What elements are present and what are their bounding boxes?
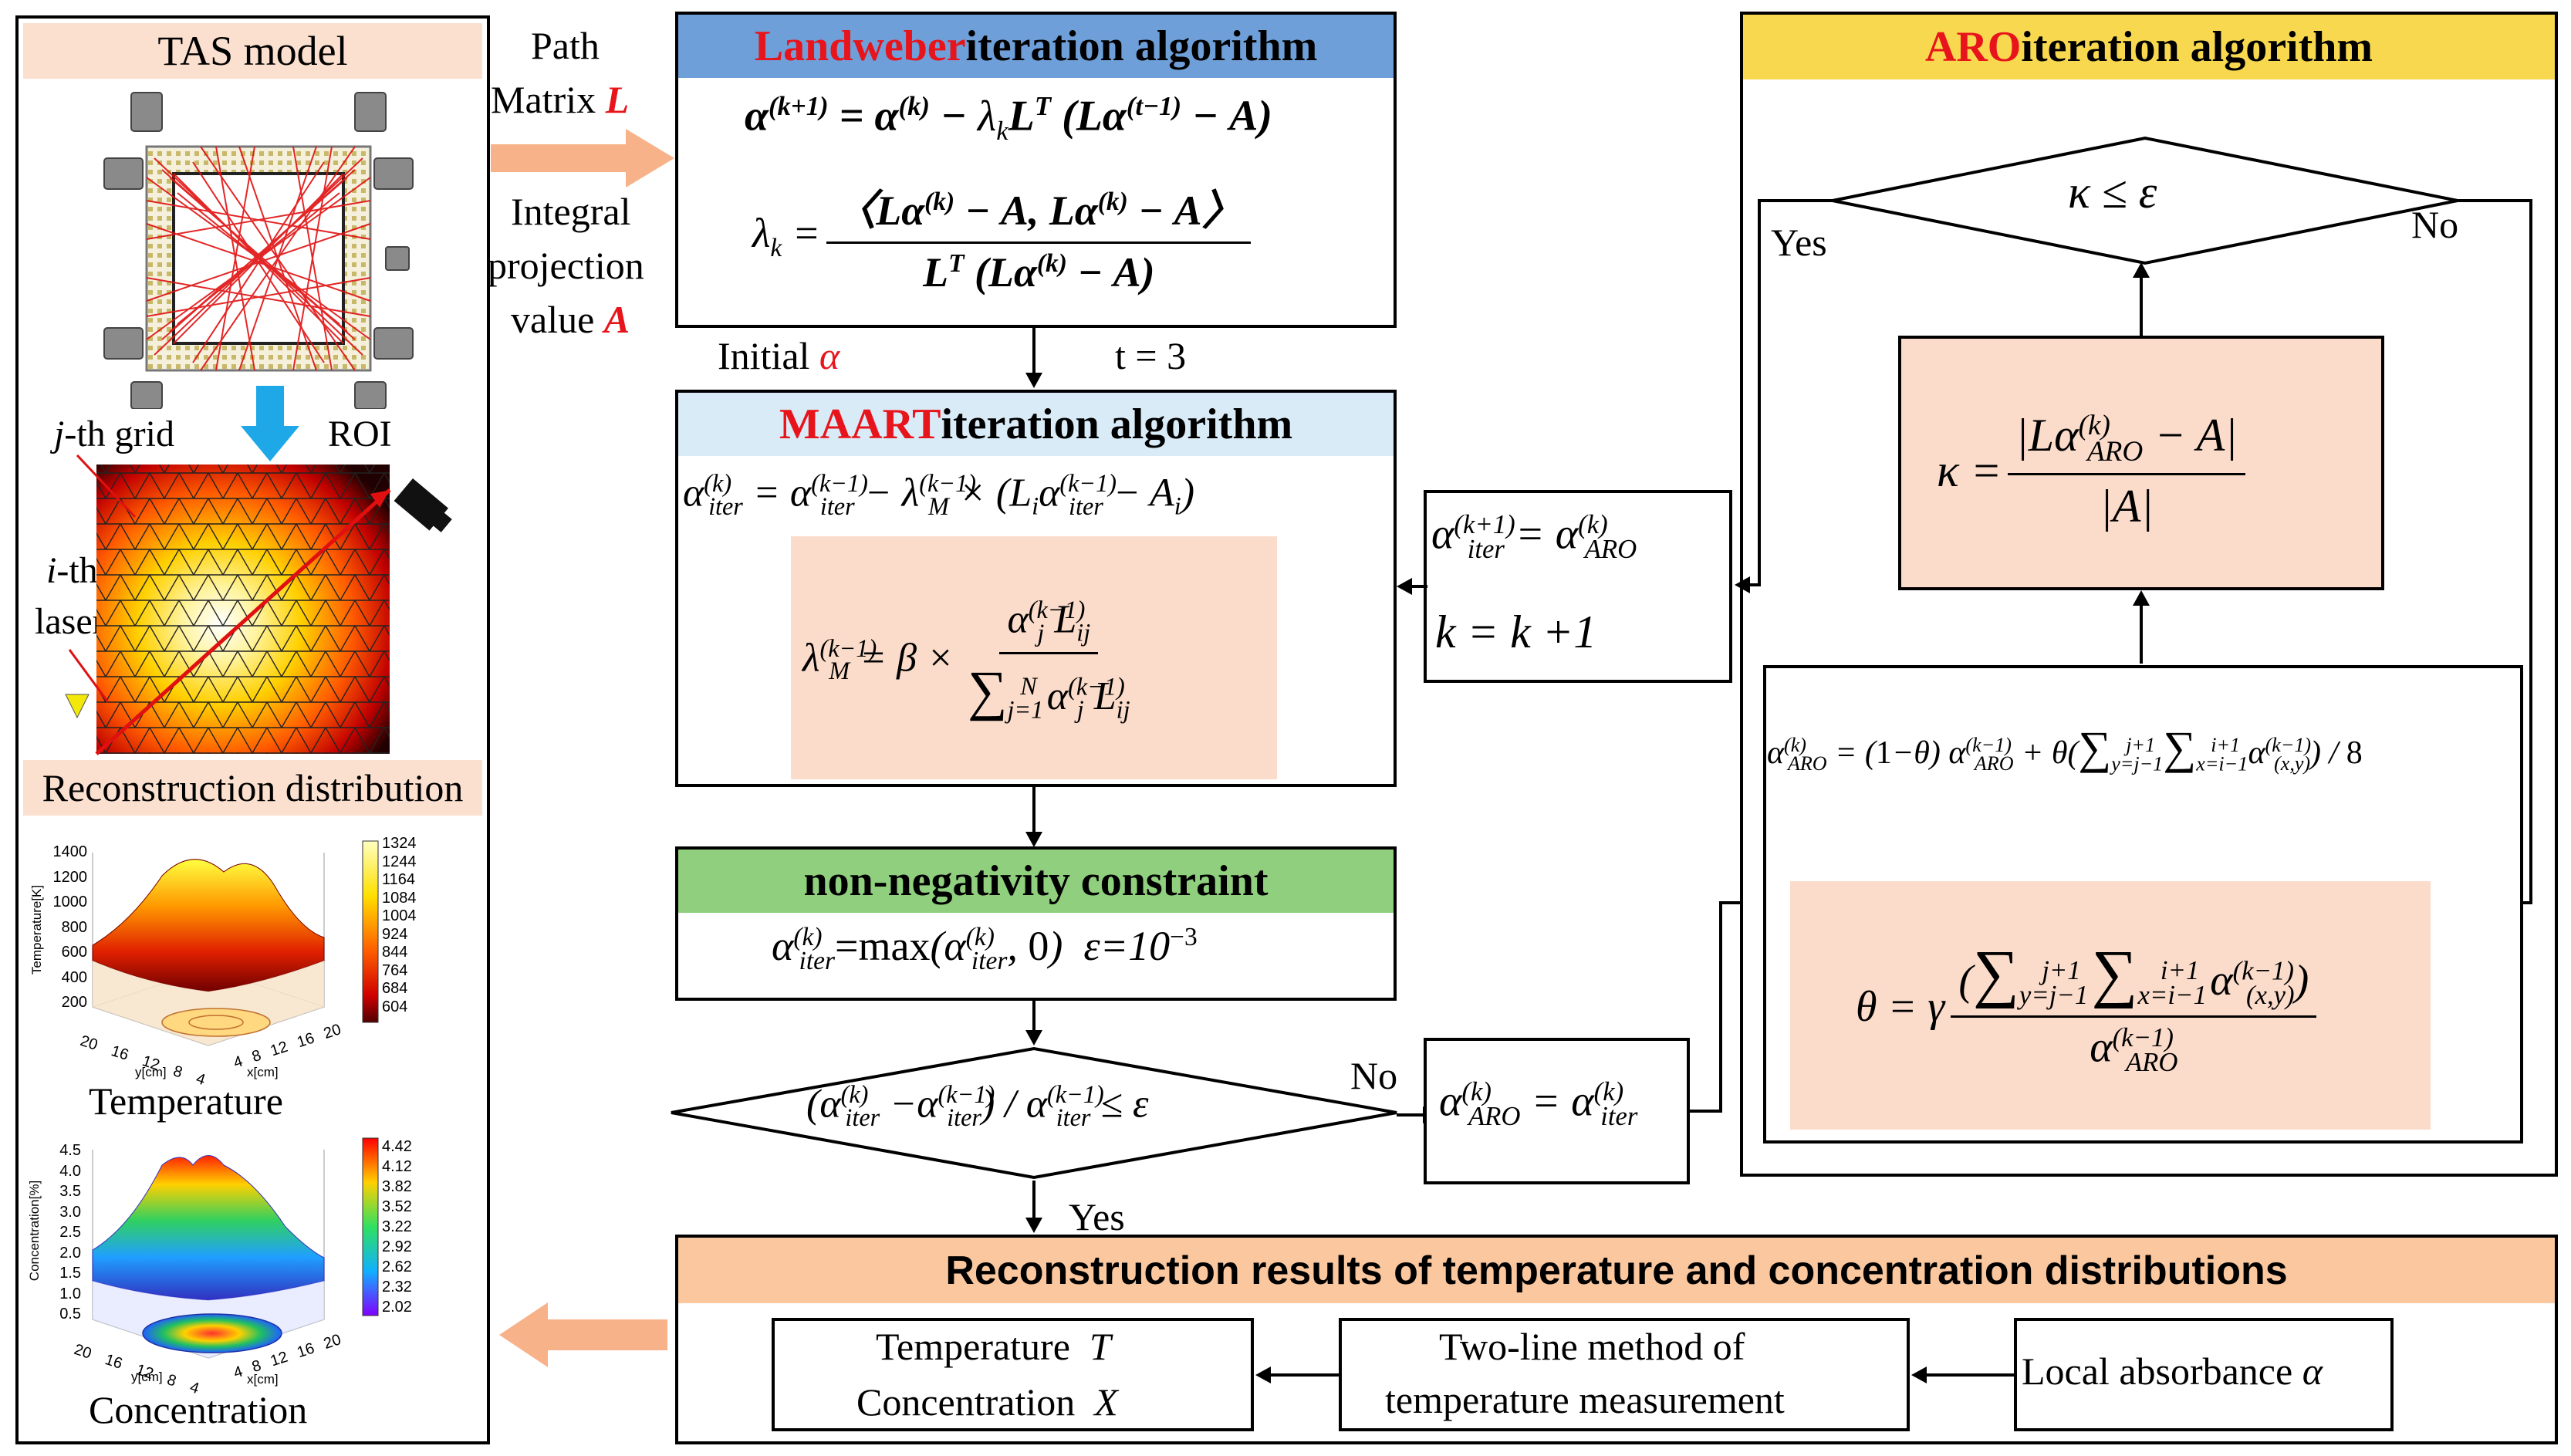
- output-peach-arrow: [499, 1302, 667, 1367]
- temp-y-axis-label: y[cm]: [135, 1065, 167, 1079]
- temperature-output: Temperature T: [876, 1325, 1111, 1368]
- aro-yes-label: Yes: [1771, 221, 1827, 264]
- theta-equation: θ = γ (∑y=j−1j+1 ∑x=i−1i+1 α(k−1)(x,y))α…: [1856, 899, 2323, 1115]
- aro-title: ARO iteration algorithm: [1924, 23, 2373, 71]
- landweber-lambda-equation: λk = 〈Lα(k) − A, Lα(k) − A〉LT (Lα(k) − A…: [752, 176, 1257, 296]
- arrow-maart-to-nonneg: [1025, 787, 1042, 847]
- maart-lambda-highlight: [791, 536, 1277, 779]
- laser-label-line1: i-th: [46, 550, 98, 591]
- theta-highlight: [1790, 881, 2431, 1130]
- concentration-surface-plot: [92, 1137, 379, 1359]
- left-panel-header: [23, 23, 482, 79]
- temp-z-ticks: 1400 1200 1000 800 600 400 200: [52, 843, 88, 1011]
- aro-loop-connectors: [1735, 199, 2532, 911]
- decision-condition: (α(k)iter −α(k−1)iter) / α(k−1)iter ≤ ε: [806, 1080, 1149, 1131]
- conc-x-axis-label: x[cm]: [247, 1372, 279, 1387]
- arrow-nonneg-to-decision: [1025, 1001, 1042, 1046]
- two-line-method-box: [1339, 1318, 1910, 1431]
- iteration-k-update: k = k +1: [1435, 606, 1597, 657]
- landweber-header-bg: [678, 15, 1394, 78]
- temp-x-axis-label: x[cm]: [247, 1065, 279, 1079]
- laser-label-line2: laser: [35, 601, 105, 642]
- arrow-twoline-to-results: [1255, 1366, 1339, 1383]
- tas-model-title: TAS model: [157, 28, 348, 74]
- reconstruction-distribution-title: Reconstruction distribution: [42, 766, 464, 809]
- initial-alpha-label: Initial α: [718, 334, 840, 377]
- temperature-surface-plot: [92, 840, 379, 1046]
- arrow-absorbance-to-twoline: [1911, 1366, 2014, 1383]
- integral-label-line1: Integral: [511, 190, 631, 233]
- maart-title: MAART iteration algorithm: [779, 400, 1293, 448]
- concentration-output: Concentration X: [856, 1380, 1118, 1424]
- input-peach-arrow: [491, 129, 674, 187]
- path-label-line2: Matrix L: [491, 78, 630, 121]
- temperature-caption: Temperature: [89, 1079, 283, 1123]
- conc-y-axis-label: y[cm]: [131, 1370, 163, 1384]
- integral-label-line3: value A: [511, 298, 630, 341]
- conc-colorbar-ticks: 4.42 4.12 3.82 3.52 3.22 2.92 2.62 2.32 …: [382, 1138, 412, 1316]
- decision-no-label: No: [1350, 1054, 1398, 1097]
- local-absorbance-box: [2014, 1318, 2394, 1431]
- kappa-box: [1898, 336, 2384, 590]
- convergence-decision-diamond: [671, 1046, 1397, 1180]
- landweber-update-equation: α(k+1) = α(k) − λkLT (Lα(t−1) − A): [745, 91, 1273, 146]
- arrow-update-to-maart: [1397, 578, 1427, 595]
- two-line-method-line2: temperature measurement: [1385, 1378, 1785, 1421]
- temp-colorbar-ticks: 1324 1244 1164 1084 1004 924 844 764 684…: [382, 835, 417, 1015]
- integral-label-line2: projection: [488, 244, 644, 287]
- nonneg-equation: α(k)iter=max(α(k)iter, 0) ε=10−3: [772, 923, 1198, 975]
- path-label-line1: Path: [531, 24, 600, 67]
- tas-model-illustration: [103, 92, 414, 409]
- roi-label: ROI: [328, 414, 392, 454]
- local-absorbance-label: Local absorbance α: [2022, 1350, 2323, 1393]
- maart-header-bg: [678, 393, 1394, 456]
- aro-header-bg: [1743, 15, 2555, 79]
- conc-z-ticks: 4.5 4.0 3.5 3.0 2.5 2.0 1.5 1.0 0.5: [59, 1142, 81, 1323]
- nonneg-header-bg: [678, 850, 1394, 913]
- results-header-bg: [678, 1238, 2555, 1303]
- iteration-alpha-update: α(k+1)iter = α(k)ARO: [1431, 509, 1637, 564]
- arrow-decision-yes: [1025, 1181, 1042, 1233]
- reconstruction-header-bg: [23, 760, 482, 816]
- kappa-condition: κ ≤ ε: [2068, 167, 2157, 218]
- aro-assign-equation: α(k)ARO = α(k)iter: [1439, 1076, 1638, 1131]
- nonneg-title: non-negativity constraint: [803, 857, 1269, 905]
- results-title: Reconstruction results of temperature an…: [945, 1248, 2288, 1293]
- roi-grid-heatmap: [65, 454, 452, 755]
- decision-yes-label: Yes: [1069, 1195, 1125, 1238]
- blue-down-arrow: [241, 386, 299, 461]
- kappa-equation: κ = |Lα(k)ARO − A||A|: [1937, 378, 2252, 563]
- arrow-landweber-to-maart: [1025, 328, 1042, 388]
- aro-update-equation: α(k)ARO = (1−θ) α(k−1)ARO + θ(∑y=j−1j+1 …: [1767, 722, 2363, 775]
- maart-update-equation: α(k)iter = α(k−1)iter − λ(k−1)M × (Liα(k…: [683, 469, 1195, 520]
- maart-lambda-equation: λ(k−1)M = β × α(k−1)j Lij∑j=1N α(k−1)j L…: [802, 595, 1130, 724]
- grid-label: j-th grid: [54, 414, 174, 454]
- two-line-method-line1: Two-line method of: [1439, 1325, 1745, 1368]
- t-equals-label: t = 3: [1115, 334, 1187, 377]
- temperature-concentration-box: [772, 1318, 1254, 1431]
- landweber-title: Landweber iteration algorithm: [754, 22, 1318, 70]
- conc-z-axis-label: Concentration[%]: [27, 1180, 42, 1282]
- concentration-caption: Concentration: [89, 1388, 308, 1431]
- aro-no-label: No: [2411, 203, 2459, 246]
